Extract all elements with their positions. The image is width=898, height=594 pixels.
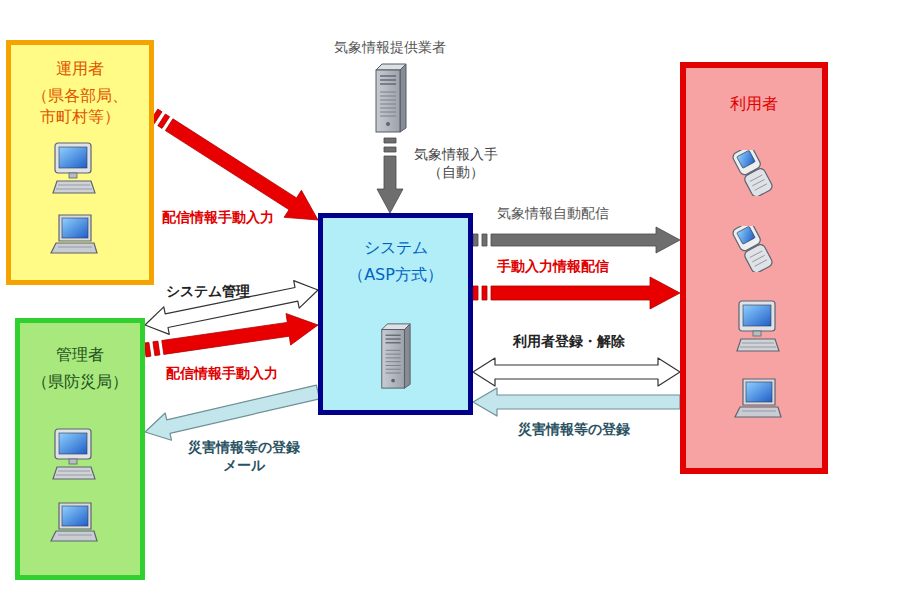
node-title: 管理者 bbox=[20, 345, 140, 366]
edge-label: 利用者登録・解除 bbox=[513, 332, 625, 350]
edge-label: 気象情報入手 （自動） bbox=[406, 145, 506, 181]
phone-icon bbox=[731, 145, 773, 199]
edge-label: 災害情報等の登録 メール bbox=[180, 438, 308, 474]
arrow-shape bbox=[377, 156, 403, 213]
edge-label: 災害情報等の登録 bbox=[518, 420, 630, 438]
desktop-icon bbox=[53, 143, 95, 193]
edge-label: 手動入力情報配信 bbox=[497, 257, 609, 275]
block-arrow bbox=[377, 138, 403, 213]
edge-label: 配信情報手動入力 bbox=[162, 208, 274, 226]
edge-label: システム管理 bbox=[166, 282, 250, 300]
arrow-shape bbox=[144, 342, 151, 357]
server-icon bbox=[382, 324, 410, 388]
arrow-shape bbox=[153, 341, 160, 356]
arrow-shape bbox=[473, 358, 680, 386]
system-box: システム （ASP方式） bbox=[318, 213, 473, 415]
arrow-shape bbox=[158, 114, 170, 128]
arrow-shape bbox=[482, 234, 487, 246]
laptop-icon bbox=[735, 379, 781, 417]
arrow-shape bbox=[145, 385, 320, 440]
edge-label: 配信情報手動入力 bbox=[166, 364, 278, 382]
arrow-shape bbox=[473, 388, 680, 416]
arrow-shape bbox=[384, 138, 396, 143]
operator-box: 運用者 （県各部局、 市町村等） bbox=[6, 40, 154, 285]
phone-icon bbox=[731, 221, 773, 275]
arrow-shape bbox=[473, 286, 478, 300]
node-title: 気象情報提供業者 bbox=[320, 38, 460, 56]
laptop-icon bbox=[51, 503, 97, 541]
arrow-shape bbox=[162, 314, 318, 355]
block-arrow bbox=[145, 281, 318, 335]
desktop-icon bbox=[53, 429, 95, 479]
arrow-shape bbox=[491, 277, 680, 309]
block-arrow bbox=[473, 277, 680, 309]
arrow-shape bbox=[145, 281, 318, 335]
node-subtitle: （ASP方式） bbox=[323, 265, 468, 286]
server-icon bbox=[376, 64, 406, 132]
node-subtitle: （県各部局、 市町村等） bbox=[11, 86, 149, 128]
node-subtitle: （県防災局） bbox=[20, 372, 140, 393]
block-arrow bbox=[473, 388, 680, 416]
arrow-shape bbox=[165, 119, 318, 220]
node-title: 利用者 bbox=[686, 94, 822, 115]
node-title: システム bbox=[323, 238, 468, 259]
edge-label: 気象情報自動配信 bbox=[497, 204, 609, 222]
block-arrow bbox=[473, 227, 680, 253]
node-title: 運用者 bbox=[11, 59, 149, 80]
admin-box: 管理者 （県防災局） bbox=[15, 318, 145, 580]
arrow-shape bbox=[384, 147, 396, 152]
block-arrow bbox=[144, 314, 318, 357]
arrow-shape bbox=[491, 227, 680, 253]
arrow-shape bbox=[473, 234, 478, 246]
laptop-icon bbox=[51, 215, 97, 253]
desktop-icon bbox=[737, 301, 779, 351]
block-arrow bbox=[150, 109, 318, 220]
block-arrow bbox=[473, 358, 680, 386]
arrow-shape bbox=[482, 286, 487, 300]
user-box: 利用者 bbox=[680, 62, 828, 474]
block-arrow bbox=[145, 385, 320, 440]
provider-server: 気象情報提供業者 bbox=[320, 38, 460, 138]
